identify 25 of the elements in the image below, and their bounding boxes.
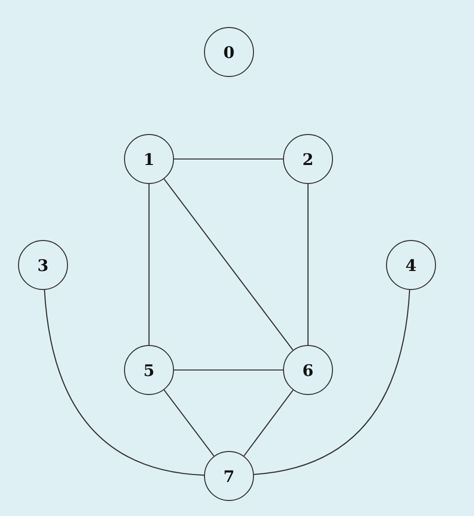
connector-line bbox=[307, 184, 309, 345]
connector-line bbox=[164, 178, 294, 350]
node-label: 3 bbox=[37, 256, 49, 274]
connector-line bbox=[164, 390, 214, 456]
node-label: 2 bbox=[302, 150, 314, 168]
node-label: 7 bbox=[223, 466, 235, 486]
connector-line bbox=[174, 158, 283, 160]
node-circle bbox=[283, 345, 333, 395]
connector-line bbox=[254, 290, 410, 475]
node-circle bbox=[283, 134, 333, 184]
node-label: 4 bbox=[405, 256, 417, 274]
connector-line bbox=[244, 390, 294, 456]
node-label: 0 bbox=[223, 42, 235, 62]
node-circle bbox=[204, 451, 254, 501]
node-circle bbox=[204, 27, 254, 77]
node-label: 6 bbox=[302, 360, 314, 380]
node-label: 1 bbox=[143, 150, 155, 168]
node-circle bbox=[18, 240, 68, 290]
node-circle bbox=[124, 345, 174, 395]
node-circle bbox=[124, 134, 174, 184]
node-label: 5 bbox=[143, 360, 155, 380]
connector-line bbox=[148, 184, 150, 345]
node-circle bbox=[386, 240, 436, 290]
connector-line bbox=[44, 290, 204, 476]
connector-line bbox=[174, 369, 283, 371]
